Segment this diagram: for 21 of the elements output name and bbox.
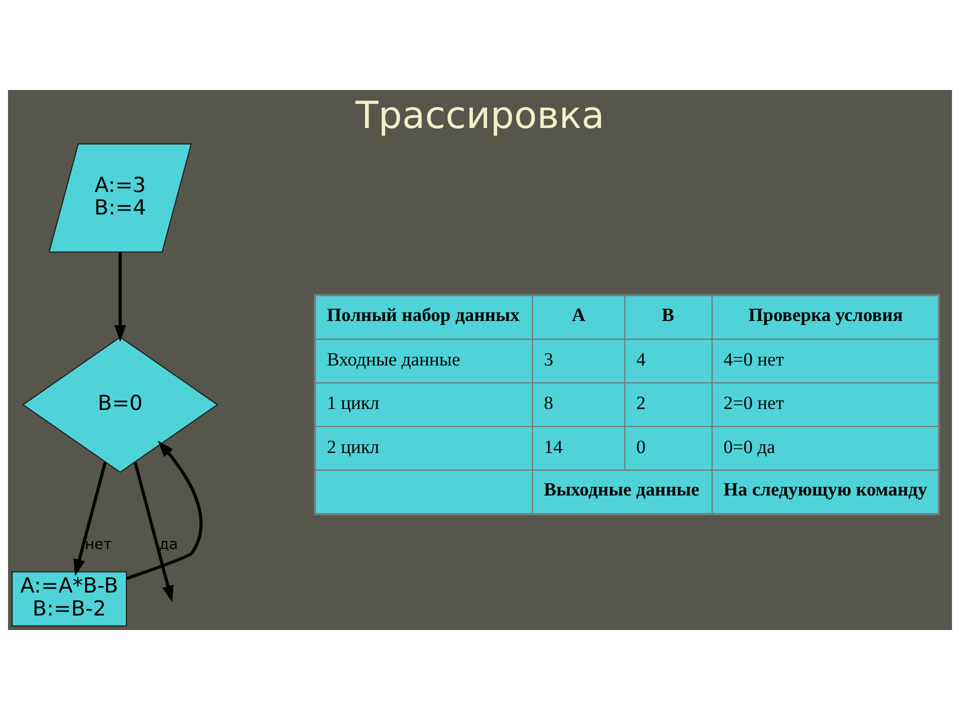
edge-label: да: [158, 537, 178, 554]
label: 2=0 нет: [724, 393, 784, 414]
label: 4: [636, 350, 646, 371]
label: 0: [636, 436, 646, 458]
label: 0=0 да: [724, 436, 776, 458]
label: 8: [544, 393, 554, 414]
label: 2: [636, 393, 646, 414]
label: 1 цикл: [326, 393, 380, 414]
label: Выходные данные: [544, 479, 700, 500]
edge-label: нет: [84, 537, 112, 554]
label: B: [662, 304, 674, 326]
label: 2 цикл: [326, 436, 380, 458]
label: Полный набор данных: [326, 304, 520, 326]
label: Входные данные: [326, 350, 460, 371]
diagram-title: Трассировка: [356, 93, 604, 138]
label: Проверка условия: [748, 304, 903, 326]
label: На следующую команду: [724, 479, 928, 500]
label: 14: [544, 436, 563, 458]
label: 3: [544, 350, 554, 371]
label: 4=0 нет: [724, 350, 784, 371]
label: A: [572, 304, 586, 326]
